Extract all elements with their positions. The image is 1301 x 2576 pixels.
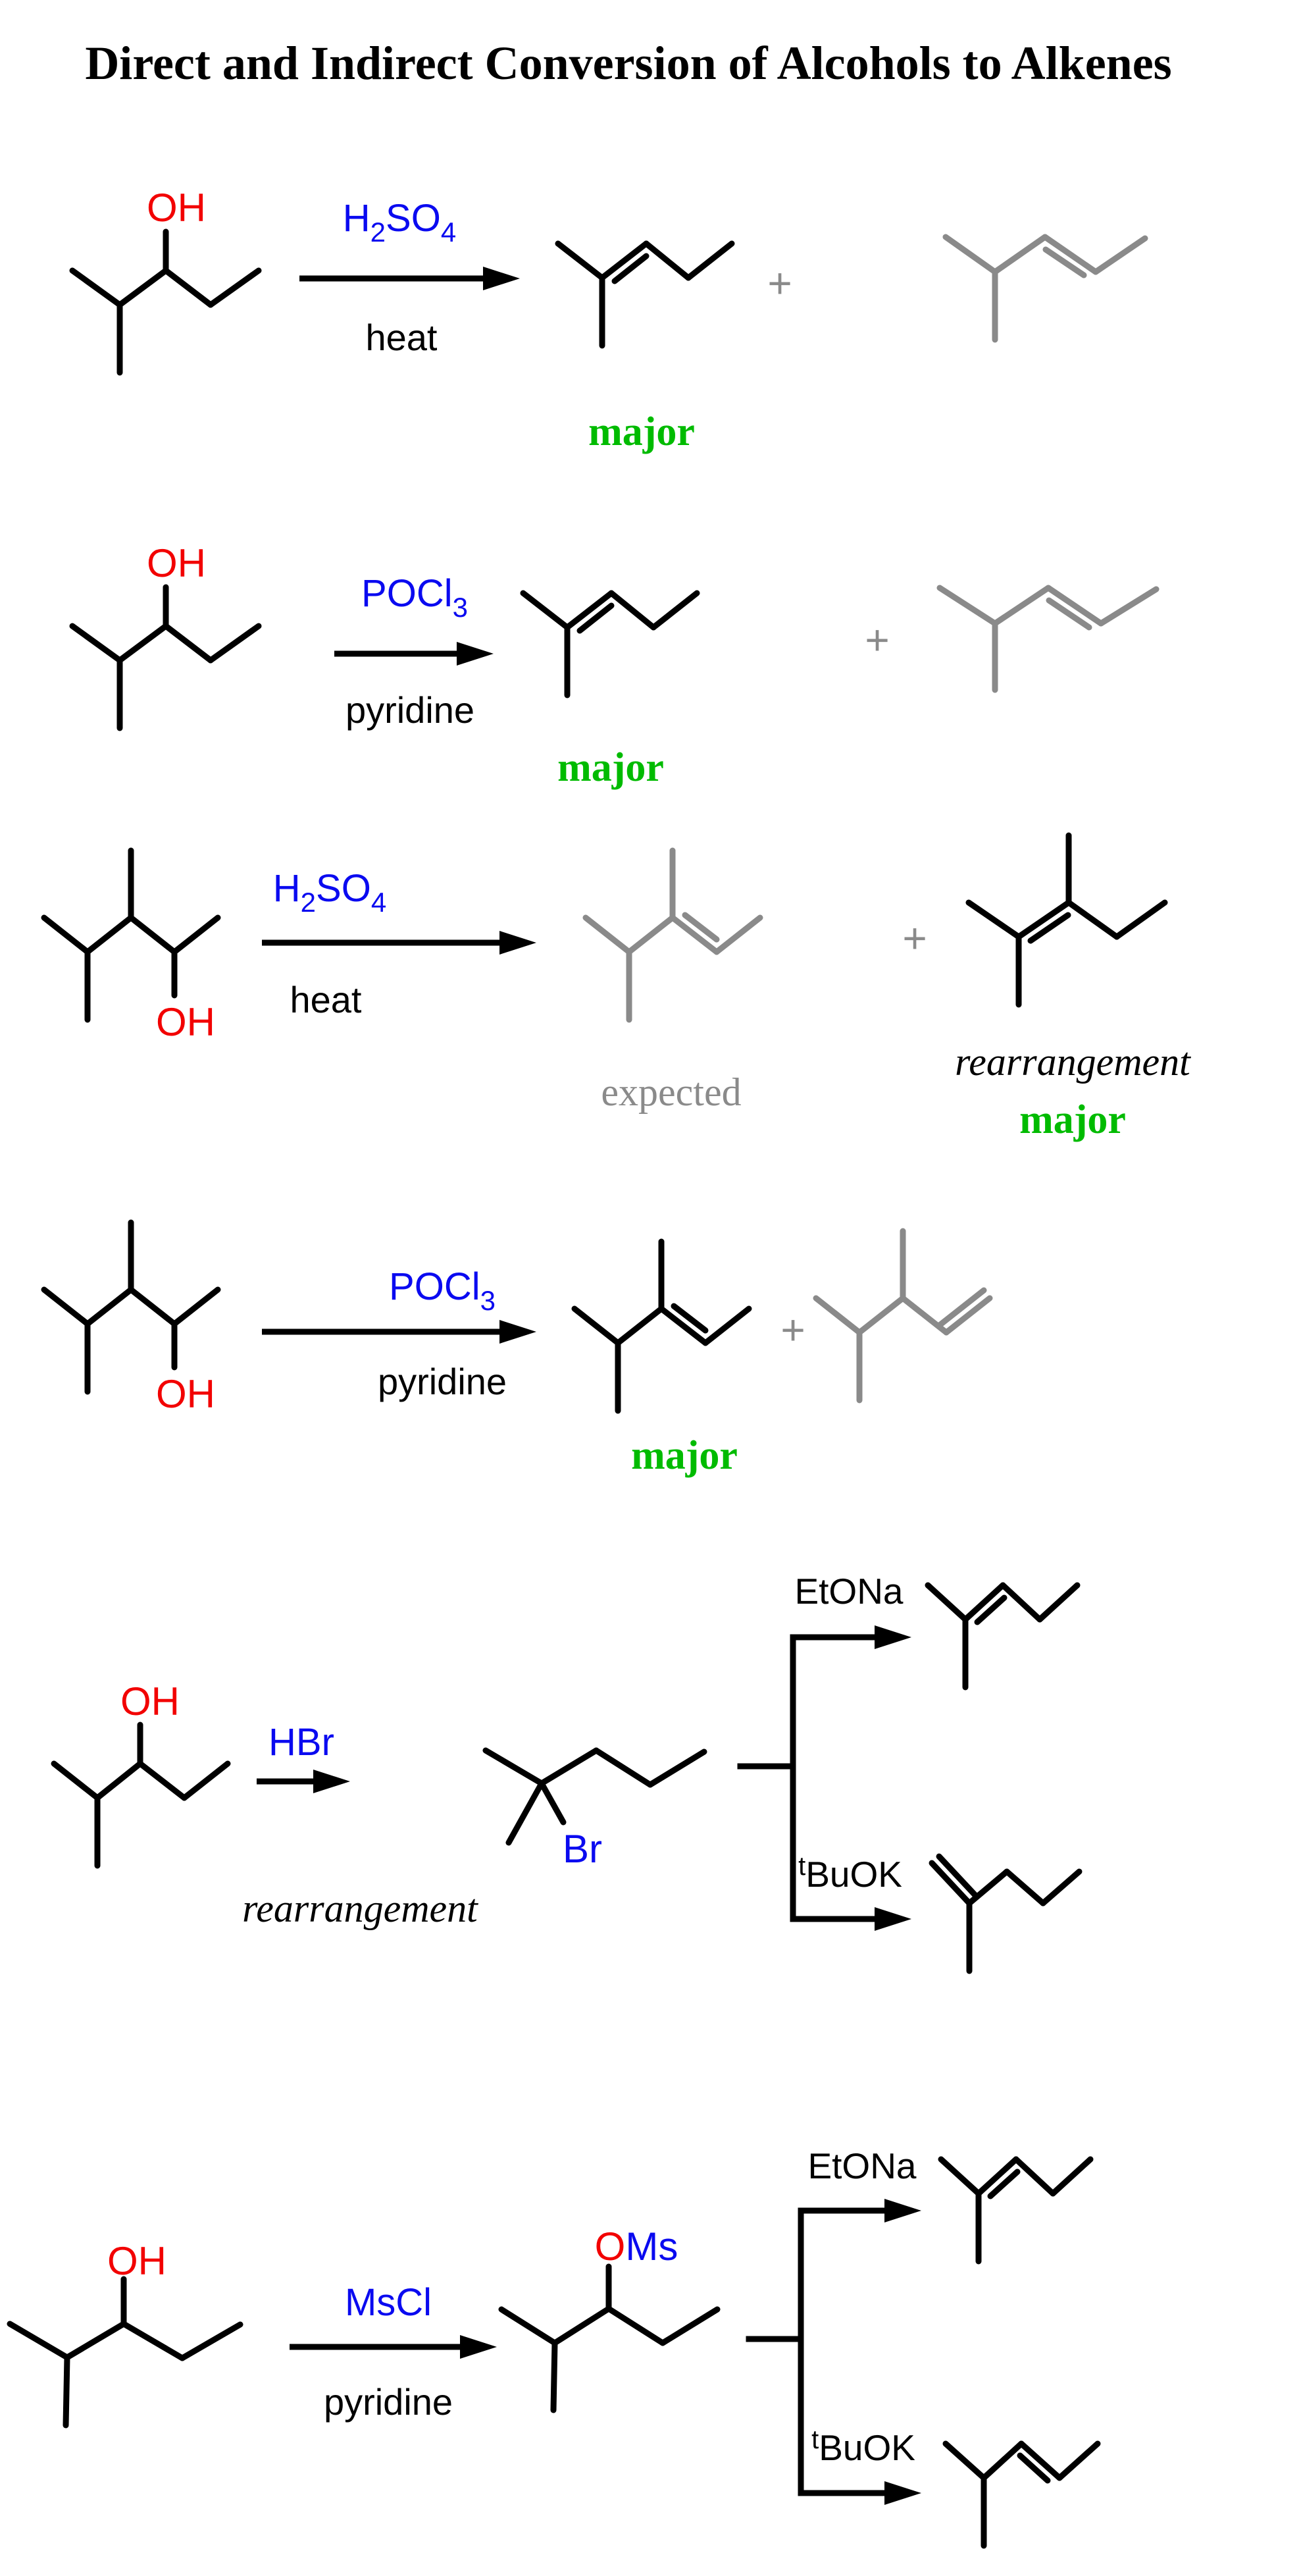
mol-2-methyl-2-pentene xyxy=(925,1582,1081,1691)
hydroxyl-label: OH xyxy=(107,2239,166,2283)
branch-arrow-etona-5: EtONa xyxy=(793,1571,911,1649)
reaction-row-3: OH H2SO4 heat expected + rearrangeme xyxy=(41,832,1191,1142)
plus-sign-1: + xyxy=(767,259,792,307)
mol-3-4-dimethyl-2-pentanol: OH xyxy=(41,1219,221,1416)
mol-2-bromo-2-methylpentane: Br xyxy=(482,1747,707,1871)
hydroxyl-label: OH xyxy=(156,1372,215,1416)
reaction-arrow-4: POCl3 pyridine xyxy=(262,1265,536,1402)
mol-2-methyl-1-pentene xyxy=(929,1853,1083,1974)
mol-4-methyl-2-pentene-minor xyxy=(936,585,1160,693)
mol-4-methyl-2-pentene-minor xyxy=(942,234,1148,343)
major-label-1: major xyxy=(588,409,695,454)
bromide-label: Br xyxy=(563,1827,602,1871)
mol-4-methyl-2-pentene xyxy=(942,2440,1101,2549)
hydroxyl-label: OH xyxy=(147,541,206,585)
major-label-3: major xyxy=(1019,1097,1126,1142)
reaction-row-4: OH POCl3 pyridine major + xyxy=(41,1219,993,1478)
reagent-tbuok: tBuOK xyxy=(798,1852,902,1895)
reaction-row-5: OH HBr rearrangement Br EtONa xyxy=(51,1571,1083,1974)
condition-pyridine: pyridine xyxy=(378,1361,507,1402)
branch-arrow-tbuok-6: tBuOK xyxy=(801,2425,921,2505)
mol-3-4-dimethyl-1-pentene-minor xyxy=(813,1228,993,1404)
reagent-mscl: MsCl xyxy=(345,2281,432,2324)
plus-sign-3: + xyxy=(902,914,927,962)
plus-sign-2: + xyxy=(865,616,889,664)
hydroxyl-label: OH xyxy=(120,1679,180,1723)
mesylate-label: OMs xyxy=(595,2224,678,2269)
reagent-pocl3: POCl3 xyxy=(361,572,468,623)
reagent-h2so4: H2SO4 xyxy=(343,197,456,248)
condition-heat: heat xyxy=(290,979,362,1020)
mol-2-methyl-2-pentene-major xyxy=(520,590,700,698)
reaction-arrow-3: H2SO4 heat xyxy=(262,867,536,1020)
reaction-arrow-6: MsCl pyridine xyxy=(290,2281,497,2423)
rearrangement-label-2: rearrangement xyxy=(242,1887,478,1930)
reagent-h2so4: H2SO4 xyxy=(273,867,386,918)
plus-sign-4: + xyxy=(780,1306,805,1354)
mol-2-methyl-3-pentanol: OH xyxy=(7,2239,243,2429)
reaction-arrow-5: HBr rearrangement xyxy=(242,1721,478,1930)
mol-3-4-dimethyl-2-pentene-major xyxy=(571,1238,752,1414)
rearrangement-label-1: rearrangement xyxy=(955,1040,1191,1084)
major-label-2: major xyxy=(557,745,664,790)
mol-2-methyl-2-pentene-major xyxy=(555,240,735,349)
reaction-arrow-2: POCl3 pyridine xyxy=(334,572,494,731)
reaction-row-2: OH POCl3 pyridine major + xyxy=(69,541,1160,790)
hydroxyl-label: OH xyxy=(156,1000,215,1044)
mol-3-4-dimethyl-2-pentanol: OH xyxy=(41,847,221,1044)
reagent-pocl3: POCl3 xyxy=(389,1265,496,1316)
reagent-tbuok: tBuOK xyxy=(811,2425,915,2468)
reaction-arrow-1: H2SO4 heat xyxy=(299,197,520,358)
branch-arrow-etona-6: EtONa xyxy=(801,2145,921,2222)
mol-2-methyl-2-pentene xyxy=(938,2156,1094,2265)
branch-connector-5 xyxy=(737,1634,796,1922)
major-label-4: major xyxy=(631,1433,738,1478)
branch-arrow-tbuok-5: tBuOK xyxy=(793,1852,911,1931)
mol-2-methyl-3-pentanol: OH xyxy=(69,541,262,731)
mol-2-3-dimethyl-2-pentene-major xyxy=(965,832,1168,1008)
reaction-row-1: OH H2SO4 heat major + xyxy=(69,186,1148,454)
page-title: Direct and Indirect Conversion of Alcoho… xyxy=(85,37,1171,90)
reagent-etona: EtONa xyxy=(807,2145,916,2186)
mol-3-4-dimethyl-2-pentene-expected xyxy=(582,847,763,1023)
mol-2-methyl-3-pentanol: OH xyxy=(69,186,262,376)
mol-2-methyl-3-pentyl-mesylate: OMs xyxy=(498,2224,721,2413)
branch-connector-6 xyxy=(746,2207,804,2496)
condition-pyridine: pyridine xyxy=(345,689,474,731)
hydroxyl-label: OH xyxy=(147,186,206,230)
reagent-hbr: HBr xyxy=(268,1721,334,1764)
expected-label: expected xyxy=(601,1070,741,1114)
reagent-etona: EtONa xyxy=(794,1571,903,1612)
condition-heat: heat xyxy=(366,317,438,358)
reaction-row-6: OH MsCl pyridine OMs EtONa xyxy=(7,2145,1101,2549)
condition-pyridine: pyridine xyxy=(324,2381,453,2423)
mol-2-methyl-3-pentanol: OH xyxy=(51,1679,231,1869)
